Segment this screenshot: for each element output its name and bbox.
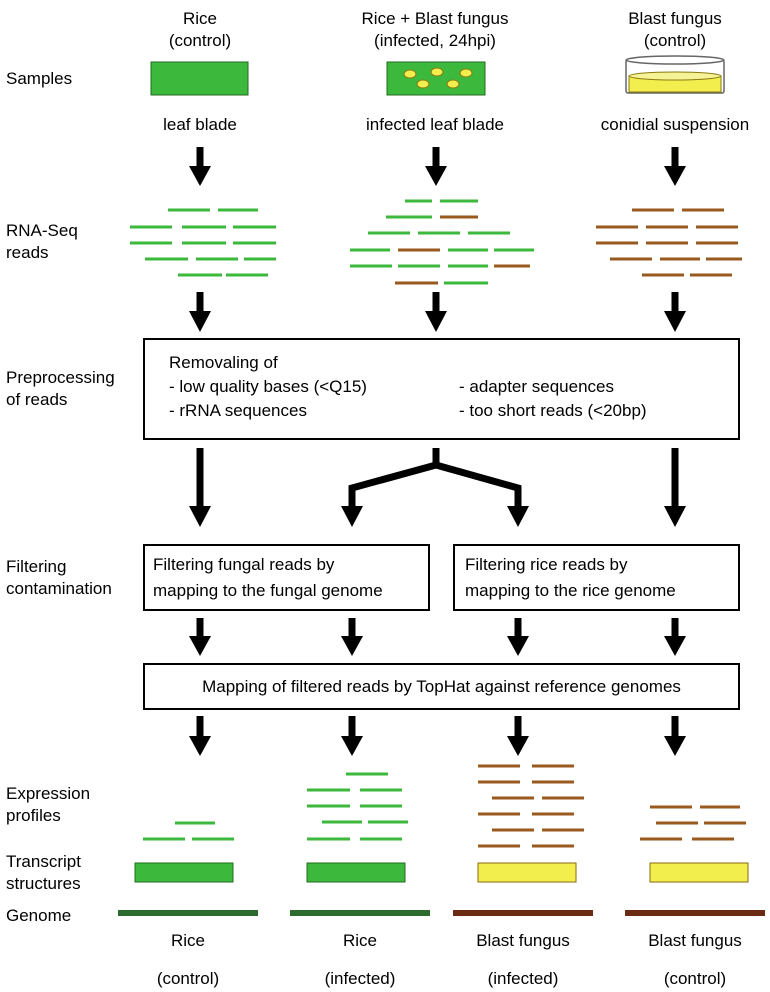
genome-rice-control [118,910,258,916]
row-label-preprocessing: Preprocessing of reads [6,367,115,411]
header-rice-infected: Rice + Blast fungus (infected, 24hpi) [330,8,540,52]
row-label-preprocessing-line2: of reads [6,390,68,409]
bottom-label-rice-control-line2: (control) [156,969,220,988]
row-label-genome: Genome [6,906,72,925]
bottom-label-rice-control: Rice (control) [118,930,258,990]
filter-fungal-line2: mapping to the fungal genome [153,581,383,600]
rnaseq-reads-fungus [596,208,742,277]
row-label-preprocessing-line1: Preprocessing [6,368,115,387]
arrow-down-icon [664,292,686,332]
rice-leaf-icon [150,61,249,96]
arrow-down-icon [189,716,211,756]
row-label-transcript-line2: structures [6,874,81,893]
row-label-expression: Expression profiles [6,783,90,827]
bottom-label-fungus-control: Blast fungus (control) [625,930,765,990]
bottom-label-rice-infected-line1: Rice [342,931,377,950]
row-label-expression-line2: profiles [6,806,61,825]
row-label-rnaseq-line1: RNA-Seq [6,221,78,240]
expression-reads-fungus-infected [478,764,584,848]
rnaseq-reads-rice [130,208,276,277]
arrow-down-icon [189,448,211,527]
bottom-label-fungus-infected-line1: Blast fungus [476,931,570,950]
filter-fungal-line1: Filtering fungal reads by [153,555,335,574]
row-label-rnaseq-line2: reads [6,243,49,262]
bottom-label-fungus-control-line2: (control) [663,969,727,988]
preprocessing-item-rrna: - rRNA sequences [169,401,307,420]
row-label-filtering-line2: contamination [6,579,112,598]
bottom-label-rice-infected-line2: (infected) [324,969,396,988]
arrow-down-icon [341,716,363,756]
expression-reads-rice-infected [307,772,408,841]
transcript-rice-control [134,862,234,883]
header-fungus-control-line2: (control) [643,31,707,50]
filter-rice-line2: mapping to the rice genome [465,581,676,600]
row-label-samples: Samples [6,69,73,88]
preprocessing-item-low-quality: - low quality bases (<Q15) [169,377,367,396]
arrow-down-icon [189,618,211,656]
row-label-transcript-line1: Transcript [6,852,81,871]
transcript-fungus-infected [477,862,577,883]
preprocessing-item-short-reads: - too short reads (<20bp) [459,401,647,420]
rnaseq-reads-infected [350,199,534,285]
arrow-down-icon [425,147,447,186]
row-label-filtering-line1: Filtering [6,557,67,576]
header-rice-control: Rice (control) [130,8,270,52]
arrow-split-icon [341,448,529,527]
arrow-down-icon [664,716,686,756]
arrow-down-icon [189,292,211,332]
header-fungus-control: Blast fungus (control) [595,8,755,52]
arrows [189,147,686,756]
arrow-down-icon [507,618,529,656]
row-label-transcript: Transcript structures [6,851,81,895]
expression-reads-fungus-control [640,805,746,841]
arrow-down-icon [341,618,363,656]
bottom-label-rice-infected: Rice (infected) [290,930,430,990]
header-rice-infected-line1: Rice + Blast fungus [361,9,509,28]
caption-conidial-suspension: conidial suspension [600,115,750,134]
petri-dish-icon [625,55,725,94]
expression-reads-rice-control [143,821,234,841]
caption-leaf-blade: leaf blade [163,115,237,134]
arrow-down-icon [425,292,447,332]
genome-rice-infected [290,910,430,916]
arrow-down-icon [189,147,211,186]
header-fungus-control-line1: Blast fungus [628,9,722,28]
transcript-fungus-control [649,862,749,883]
row-label-rnaseq: RNA-Seq reads [6,220,78,264]
caption-infected-leaf-blade: infected leaf blade [366,115,504,134]
arrow-down-icon [664,448,686,527]
bottom-label-fungus-infected-line2: (infected) [487,969,559,988]
arrow-down-icon [664,147,686,186]
row-label-filtering: Filtering contamination [6,556,112,600]
transcript-rice-infected [306,862,406,883]
preprocessing-title: Removaling of [169,353,278,372]
filter-fungal-box: Filtering fungal reads by mapping to the… [143,544,430,611]
arrow-down-icon [507,716,529,756]
mapping-box: Mapping of filtered reads by TopHat agai… [143,663,740,710]
filter-rice-box: Filtering rice reads by mapping to the r… [453,544,740,611]
filter-rice-line1: Filtering rice reads by [465,555,628,574]
preprocessing-box: Removaling of - low quality bases (<Q15)… [143,338,740,440]
row-label-expression-line1: Expression [6,784,91,803]
infected-leaf-icon [386,61,486,96]
bottom-label-fungus-control-line1: Blast fungus [648,931,742,950]
bottom-label-rice-control-line1: Rice [170,931,205,950]
mapping-text: Mapping of filtered reads by TopHat agai… [202,677,681,696]
header-rice-control-line2: (control) [168,31,232,50]
bottom-label-fungus-infected: Blast fungus (infected) [453,930,593,990]
genome-fungus-control [625,910,765,916]
genome-fungus-infected [453,910,593,916]
preprocessing-item-adapter: - adapter sequences [459,377,614,396]
header-rice-infected-line2: (infected, 24hpi) [374,31,496,50]
arrow-down-icon [664,618,686,656]
header-rice-control-line1: Rice [182,9,217,28]
